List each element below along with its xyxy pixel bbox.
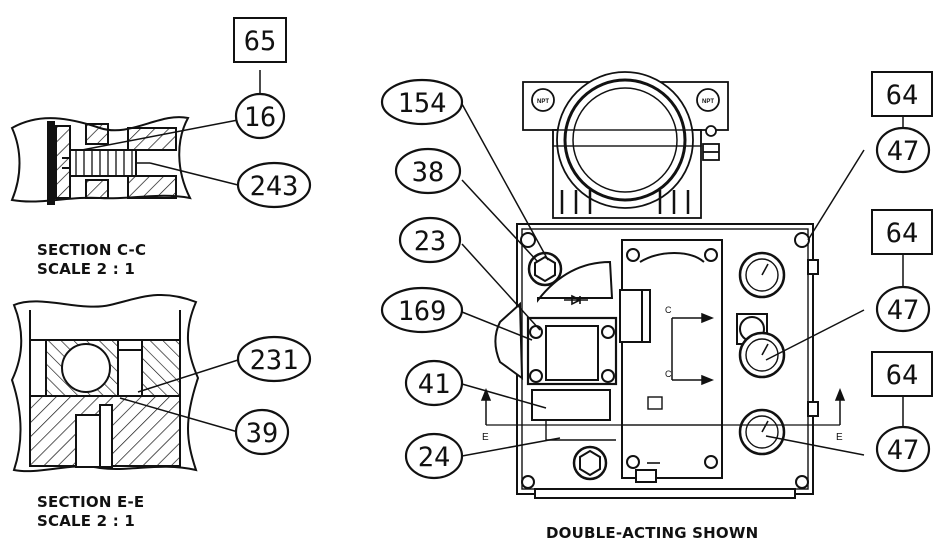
callout-box-64-top: 64 — [871, 71, 933, 117]
callout-box-64-middle-label: 64 — [886, 218, 919, 249]
callout-box-65: 65 — [233, 17, 287, 63]
callout-24: 24 — [404, 432, 464, 480]
callout-154: 154 — [380, 78, 464, 126]
npt-label-right: NPT — [702, 99, 714, 105]
callout-box-64-bottom: 64 — [871, 351, 933, 397]
section-cc-leaders — [81, 70, 261, 186]
section-mark-c-lower: C — [665, 369, 672, 379]
section-ee-caption: SECTION E-E SCALE 2 : 1 — [37, 493, 144, 531]
callout-47-middle-label: 47 — [887, 295, 920, 326]
section-ee-title: SECTION E-E — [37, 493, 145, 511]
callout-154-label: 154 — [398, 88, 447, 119]
callout-16: 16 — [234, 92, 286, 140]
callout-38: 38 — [394, 147, 462, 195]
section-cc-drawing — [10, 116, 192, 205]
callout-23-label: 23 — [414, 226, 447, 257]
main-view-leaders — [461, 103, 904, 457]
section-ee-drawing — [10, 293, 200, 473]
callout-47-bottom-label: 47 — [887, 435, 920, 466]
callout-243: 243 — [236, 161, 312, 209]
main-body — [494, 223, 819, 499]
callout-47-top: 47 — [875, 126, 931, 174]
section-mark-e-left: E — [482, 432, 489, 443]
callout-169: 169 — [380, 286, 464, 334]
callout-16-label: 16 — [244, 102, 277, 133]
callout-box-64-middle: 64 — [871, 209, 933, 255]
callout-41: 41 — [404, 359, 464, 407]
callout-169-label: 169 — [398, 296, 447, 327]
callout-box-64-bottom-label: 64 — [886, 360, 919, 391]
section-cut-lines — [480, 312, 846, 426]
main-view-caption: DOUBLE-ACTING SHOWN — [546, 524, 759, 542]
npt-label-left: NPT — [537, 99, 549, 105]
callout-231-label: 231 — [250, 345, 299, 376]
callout-39: 39 — [234, 408, 290, 456]
section-mark-c-upper: C — [665, 305, 672, 315]
section-ee-scale: SCALE 2 : 1 — [37, 512, 135, 530]
callout-box-64-top-label: 64 — [886, 80, 919, 111]
section-cc-title: SECTION C-C — [37, 241, 147, 259]
callout-243-label: 243 — [250, 171, 299, 202]
callout-41-label: 41 — [418, 369, 451, 400]
section-ee-leaders — [119, 359, 239, 433]
section-mark-e-right: E — [836, 432, 843, 443]
section-cc-scale: SCALE 2 : 1 — [37, 260, 135, 278]
callout-47-top-label: 47 — [887, 136, 920, 167]
callout-39-label: 39 — [246, 418, 279, 449]
callout-47-middle: 47 — [875, 285, 931, 333]
section-cc-caption: SECTION C-C SCALE 2 : 1 — [37, 241, 146, 279]
callout-24-label: 24 — [418, 442, 451, 473]
callout-box-65-label: 65 — [244, 26, 277, 57]
callout-38-label: 38 — [412, 157, 445, 188]
callout-47-bottom: 47 — [875, 425, 931, 473]
terminal-housing — [522, 71, 729, 219]
callout-231: 231 — [236, 335, 312, 383]
callout-23: 23 — [398, 216, 462, 264]
